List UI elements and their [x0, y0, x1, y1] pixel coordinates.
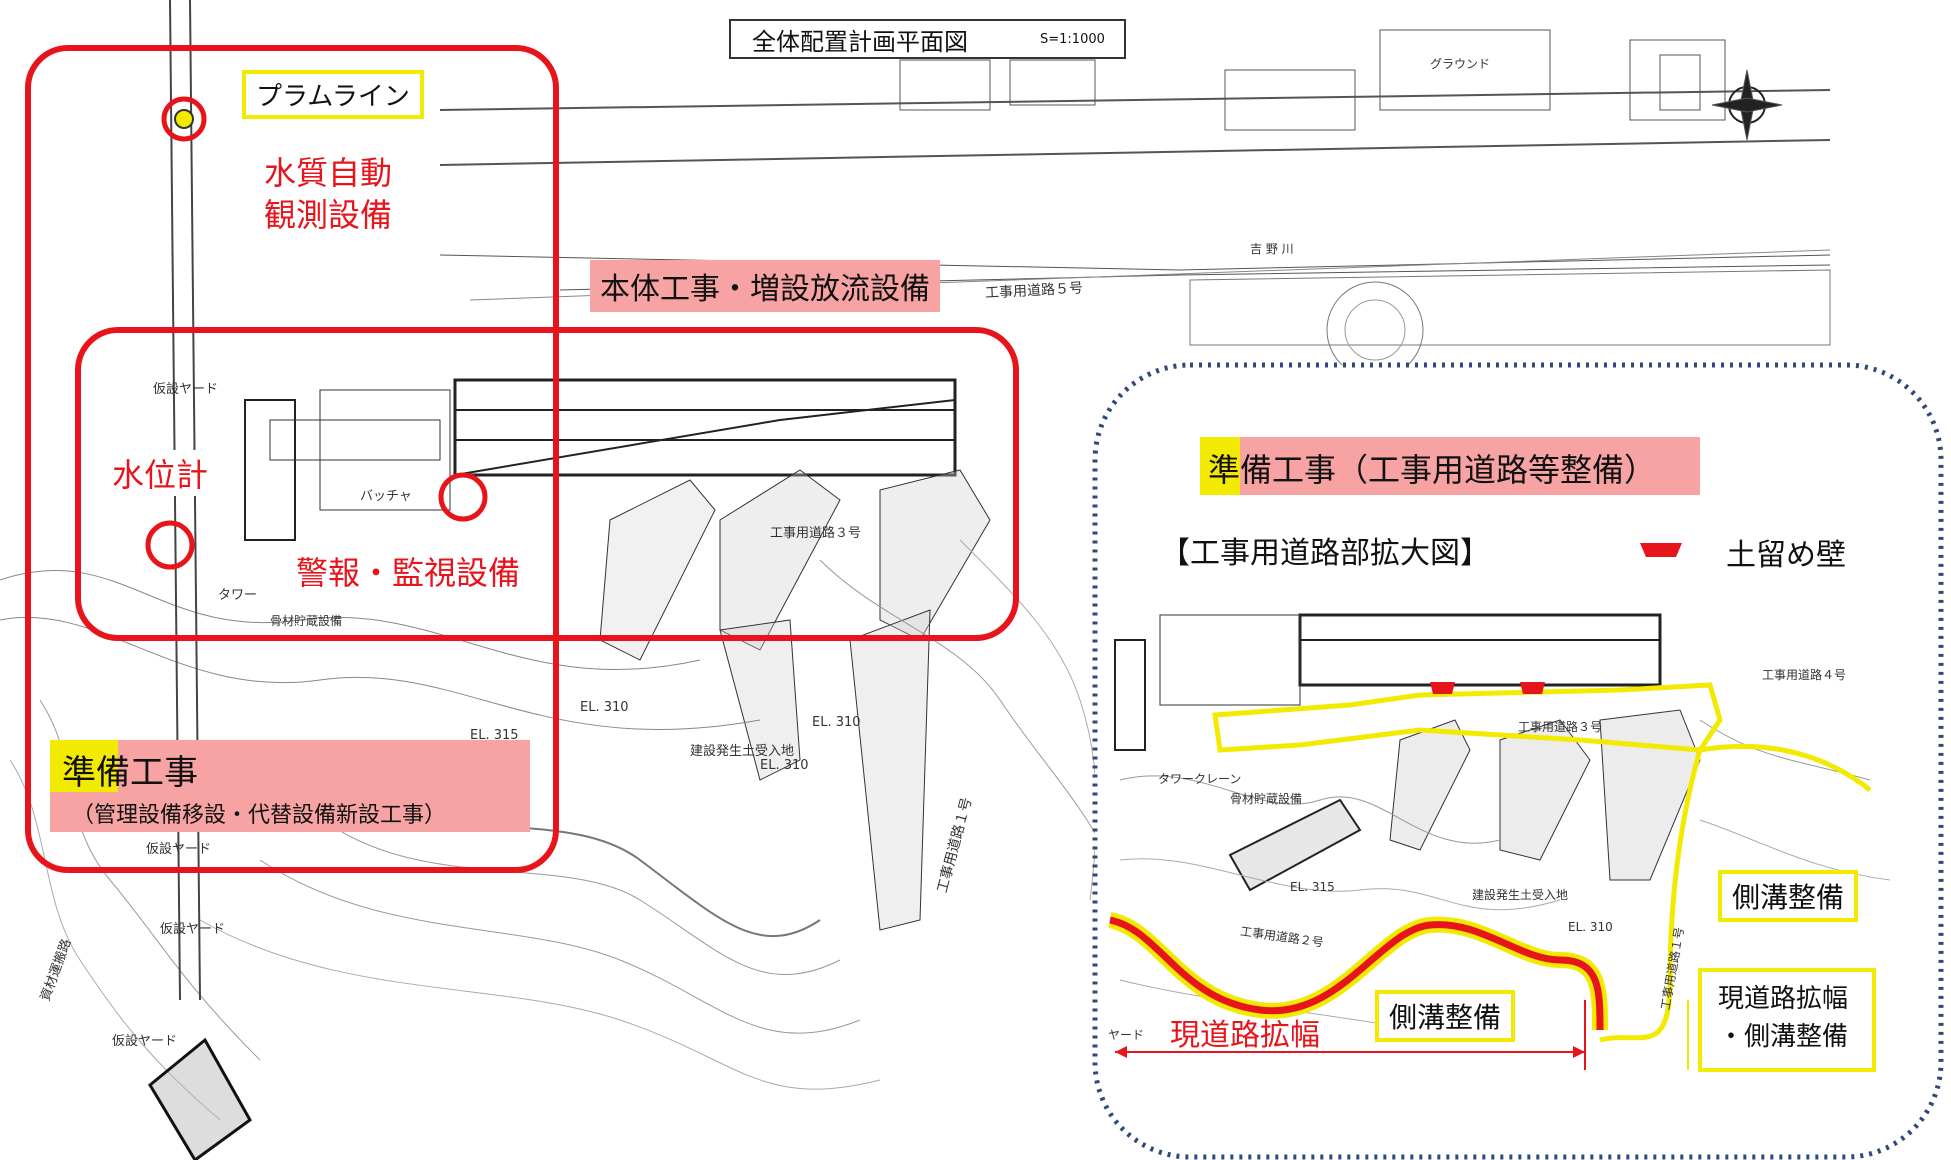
map-label-temp-yard-4: 仮設ヤード [112, 1034, 178, 1049]
inset-gutter-label-2: 側溝整備 [1375, 990, 1516, 1042]
water-quality-label-1: 水質自動 [258, 148, 399, 194]
map-label-tower: タワー [218, 588, 258, 603]
inset-header-yellow-tag [1200, 437, 1240, 495]
prep-works-sub-label: （管理設備移設・代替設備新設工事） [72, 803, 447, 828]
inset-el315: EL. 315 [1290, 880, 1335, 894]
inset-widening-label: 現道路拡幅 [1170, 1018, 1320, 1053]
water-level-marker [145, 520, 195, 570]
inset-road-3: 工事用道路３号 [1518, 720, 1603, 734]
map-label-ground: グラウンド [1430, 57, 1491, 71]
main-works-label: 本体工事・増設放流設備 [590, 260, 940, 312]
inset-aggregate: 骨材貯蔵設備 [1230, 792, 1303, 806]
plume-line-marker [161, 96, 207, 142]
inset-gutter-yellow [1599, 749, 1703, 1043]
plan-scale: S=1:1000 [1040, 32, 1105, 47]
map-label-el310-b: EL. 310 [760, 758, 809, 773]
inset-el310: EL. 310 [1568, 920, 1613, 934]
prep-works-outline [25, 45, 559, 873]
inset-gutter-label-1: 側溝整備 [1718, 870, 1859, 922]
widening-arrow-head-right [1573, 1046, 1585, 1058]
inset-title: 【工事用道路部拡大図】 [1160, 536, 1490, 571]
map-label-el310-a: EL. 310 [580, 700, 629, 715]
inset-yard: ヤード [1108, 1028, 1145, 1042]
prep-works-box [50, 740, 530, 832]
inset-legend-label: 土留め壁 [1726, 538, 1846, 573]
legend-retaining-wall-icon [1640, 543, 1682, 557]
inset-widening-gutter-label-2: ・側溝整備 [1718, 1022, 1849, 1052]
alarm-label: 警報・監視設備 [290, 548, 527, 594]
inset-header-label: 準備工事（工事用道路等整備） [1208, 451, 1657, 489]
title-box [729, 19, 1126, 59]
map-label-aggregate: 骨材貯蔵設備 [270, 614, 343, 628]
inset-tower-crane: タワークレーン [1158, 772, 1242, 786]
water-level-label: 水位計 [108, 450, 213, 496]
inset-widening-red-core [1109, 916, 1604, 1031]
widening-arrow-head-left [1115, 1046, 1127, 1058]
inset-header-box [1200, 437, 1700, 495]
map-label-temp-yard-1: 仮設ヤード [153, 382, 219, 397]
inset-road-outline-yellow [1212, 682, 1723, 753]
alarm-marker [438, 472, 488, 522]
plume-line-dot [174, 109, 194, 129]
inset-widening-gutter-label-1: 現道路拡幅 [1718, 984, 1849, 1014]
map-label-temp-yard-2: 仮設ヤード [146, 842, 212, 857]
plan-title: 全体配置計画平面図 [752, 28, 968, 56]
inset-widening-gutter-box [1698, 968, 1876, 1072]
map-label-el310-c: EL. 310 [812, 715, 861, 730]
main-works-outline [75, 327, 1019, 641]
inset-gutter-yellow-2 [1699, 743, 1872, 792]
map-label-spoil: 建設発生土受入地 [690, 744, 795, 759]
map-label-temp-yard-3: 仮設ヤード [160, 922, 226, 937]
inset-road-4: 工事用道路４号 [1762, 668, 1847, 682]
map-label-batcher: バッチャ [360, 489, 412, 504]
map-linework [0, 0, 1831, 1160]
plume-line-label: プラムライン [242, 70, 424, 119]
inset-spoil: 建設発生土受入地 [1472, 888, 1569, 902]
map-label-road-3: 工事用道路３号 [770, 526, 862, 541]
prep-works-label: 準備工事 [62, 753, 198, 793]
retaining-wall-1 [1430, 682, 1455, 694]
map-label-river: 吉 野 川 [1250, 242, 1294, 256]
prep-works-yellow-tag [50, 740, 118, 792]
retaining-wall-2 [1520, 682, 1545, 694]
water-quality-label-2: 観測設備 [258, 190, 399, 236]
map-label-el315: EL. 315 [470, 728, 519, 743]
